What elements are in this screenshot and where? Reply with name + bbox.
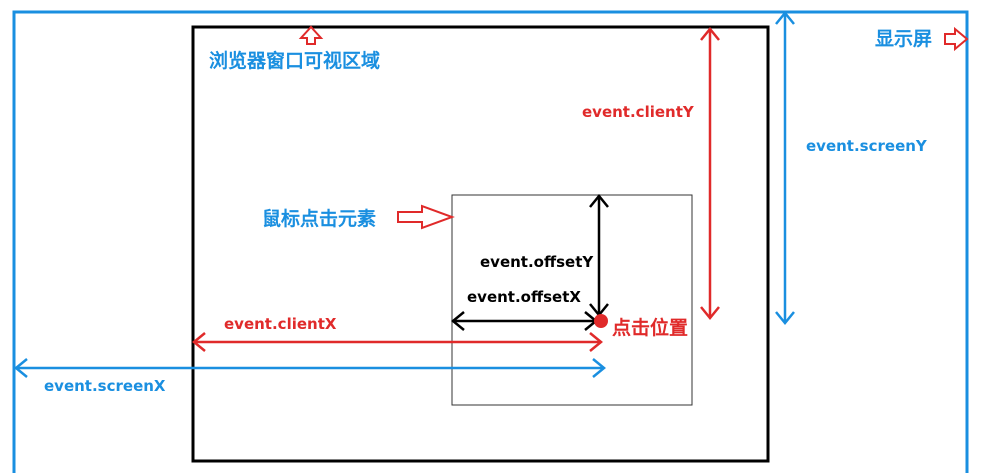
click-point-label: 点击位置 (612, 316, 688, 339)
client-x-arrow (192, 332, 603, 352)
screen-pointer-arrow (944, 26, 969, 52)
viewport-frame (191, 25, 770, 463)
screen-y-label: event.screenY (806, 137, 928, 155)
element-pointer-arrow (397, 204, 455, 230)
offset-y-label: event.offsetY (480, 253, 594, 271)
client-x-label: event.clientX (224, 315, 337, 333)
viewport-label: 浏览器窗口可视区域 (209, 49, 380, 72)
clicked-element-box (451, 194, 693, 406)
offset-x-arrow (451, 311, 598, 331)
client-y-arrow (700, 27, 720, 320)
screen-label: 显示屏 (875, 28, 932, 50)
screen-frame (12, 10, 969, 473)
click-point-dot (594, 314, 608, 328)
screen-x-label: event.screenX (44, 377, 166, 395)
viewport-pointer-arrow (298, 25, 324, 45)
screen-y-arrow (775, 11, 795, 325)
element-label: 鼠标点击元素 (262, 207, 376, 230)
offset-x-label: event.offsetX (467, 288, 581, 306)
client-y-label: event.clientY (582, 103, 695, 121)
screen-x-arrow (14, 358, 606, 378)
